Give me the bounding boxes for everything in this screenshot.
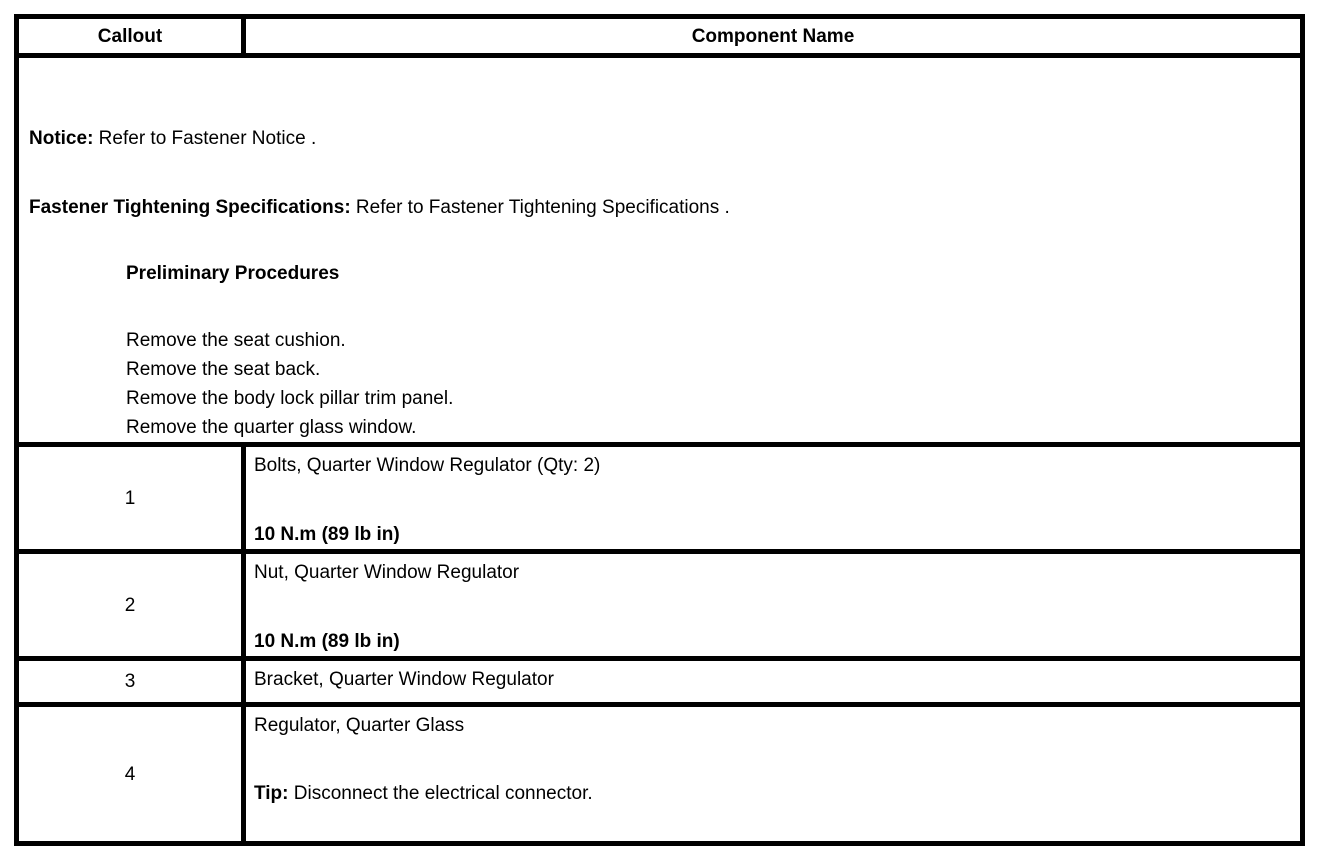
- tip-label: Tip:: [254, 783, 289, 804]
- callout-cell: 1: [14, 442, 246, 554]
- fastener-specs-line: Fastener Tightening Specifications: Refe…: [19, 193, 1300, 222]
- spacer: [254, 740, 1294, 779]
- component-cell: Bracket, Quarter Window Regulator: [241, 656, 1305, 707]
- table-row: 1 Bolts, Quarter Window Regulator (Qty: …: [14, 442, 1305, 554]
- component-name: Bolts, Quarter Window Regulator (Qty: 2): [254, 455, 601, 476]
- notice-line: Notice: Refer to Fastener Notice .: [19, 124, 1300, 153]
- preliminary-step: Remove the seat back.: [126, 359, 321, 380]
- table-row: 4 Regulator, Quarter Glass Tip: Disconne…: [14, 702, 1305, 846]
- torque-spec: 10 N.m (89 lb in): [254, 524, 400, 545]
- intro-row: Notice: Refer to Fastener Notice . Faste…: [14, 53, 1305, 447]
- component-table: Callout Component Name Notice: Refer to …: [14, 14, 1305, 846]
- callout-column-header: Callout: [14, 14, 246, 58]
- tip-line: Tip: Disconnect the electrical connector…: [254, 779, 1294, 808]
- tip-text: Disconnect the electrical connector.: [288, 783, 593, 804]
- preliminary-step: Remove the seat cushion.: [126, 330, 346, 351]
- callout-cell: 3: [14, 656, 246, 707]
- preliminary-step: Remove the quarter glass window.: [126, 417, 417, 438]
- component-cell: Nut, Quarter Window Regulator 10 N.m (89…: [241, 549, 1305, 661]
- fastener-specs-label: Fastener Tightening Specifications:: [29, 197, 351, 218]
- component-cell: Regulator, Quarter Glass Tip: Disconnect…: [241, 702, 1305, 846]
- preliminary-procedures-title: Preliminary Procedures: [126, 263, 340, 284]
- component-cell: Bolts, Quarter Window Regulator (Qty: 2)…: [241, 442, 1305, 554]
- spacer: [254, 587, 1294, 627]
- intro-cell: Notice: Refer to Fastener Notice . Faste…: [14, 53, 1305, 447]
- notice-text: Refer to Fastener Notice .: [93, 128, 317, 149]
- preliminary-step: Remove the body lock pillar trim panel.: [126, 388, 454, 409]
- torque-spec: 10 N.m (89 lb in): [254, 631, 400, 652]
- spacer: [254, 480, 1294, 520]
- fastener-specs-text: Refer to Fastener Tightening Specificati…: [350, 197, 730, 218]
- table-row: 3 Bracket, Quarter Window Regulator: [14, 656, 1305, 707]
- callout-cell: 2: [14, 549, 246, 661]
- table-row: 2 Nut, Quarter Window Regulator 10 N.m (…: [14, 549, 1305, 661]
- table-header-row: Callout Component Name: [14, 14, 1305, 58]
- notice-label: Notice:: [29, 128, 94, 149]
- component-name: Bracket, Quarter Window Regulator: [254, 669, 554, 690]
- component-name: Regulator, Quarter Glass: [254, 715, 465, 736]
- component-name-column-header: Component Name: [241, 14, 1305, 58]
- preliminary-procedures-steps: Remove the seat cushion. Remove the seat…: [19, 326, 1300, 442]
- component-name: Nut, Quarter Window Regulator: [254, 562, 520, 583]
- callout-cell: 4: [14, 702, 246, 846]
